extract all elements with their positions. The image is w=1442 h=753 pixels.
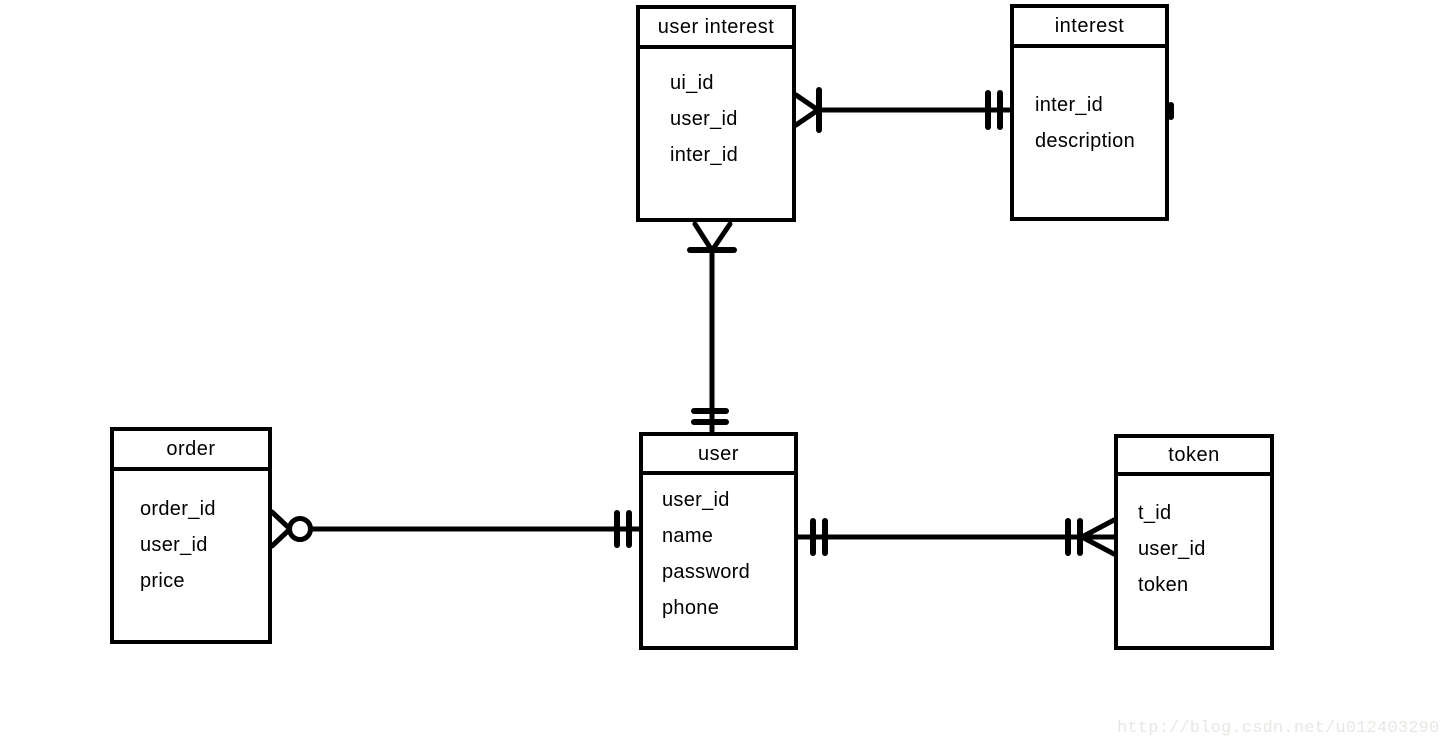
entity-field-list: t_id user_id token: [1118, 476, 1270, 603]
entity-field: name: [662, 525, 714, 547]
connector-user-interest-to-user: [687, 221, 737, 434]
entity-user: user user_id name password phone: [639, 432, 798, 650]
entity-field: user_id: [670, 108, 738, 130]
entity-field-list: ui_id user_id inter_id: [640, 49, 792, 173]
entity-title: user interest: [640, 9, 792, 49]
entity-field: user_id: [1138, 538, 1206, 560]
entity-user-interest: user interest ui_id user_id inter_id: [636, 5, 796, 222]
entity-field: ui_id: [670, 72, 714, 94]
entity-field-list: inter_id description: [1014, 48, 1165, 159]
connector-order-to-user: [269, 509, 642, 549]
entity-order: order order_id user_id price: [110, 427, 272, 644]
entity-title: interest: [1014, 8, 1165, 48]
entity-field-list: user_id name password phone: [643, 475, 794, 626]
entity-field: user_id: [140, 534, 208, 556]
entity-field: t_id: [1138, 502, 1172, 524]
entity-field: phone: [662, 597, 720, 619]
entity-field: user_id: [662, 489, 730, 511]
watermark-url: http://blog.csdn.net/u012403290: [1117, 719, 1440, 738]
entity-field: inter_id: [670, 144, 738, 166]
entity-title: user: [643, 436, 794, 475]
entity-field: order_id: [140, 498, 216, 520]
entity-field: price: [140, 570, 185, 592]
entity-field: password: [662, 561, 750, 583]
entity-token: token t_id user_id token: [1114, 434, 1274, 650]
connector-user-interest-to-interest: [793, 87, 1013, 133]
entity-title: order: [114, 431, 268, 471]
entity-field: inter_id: [1035, 94, 1103, 116]
entity-field-list: order_id user_id price: [114, 471, 268, 599]
entity-interest: interest inter_id description: [1010, 4, 1169, 221]
connector-user-to-token: [795, 517, 1117, 557]
entity-title: token: [1118, 438, 1270, 476]
entity-field: description: [1035, 130, 1136, 152]
entity-field: token: [1138, 574, 1189, 596]
